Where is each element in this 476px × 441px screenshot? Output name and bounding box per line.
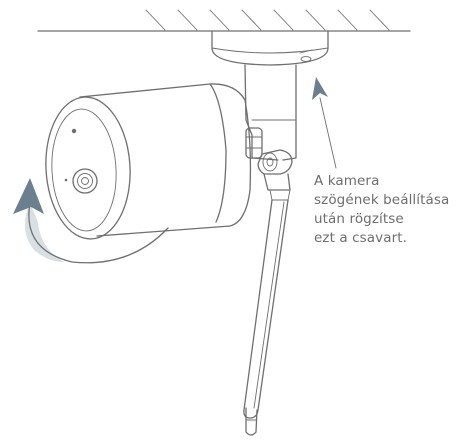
adjustment-instruction-text: A kamera szögének beállítása után rögzít… <box>314 172 474 248</box>
mount-arm <box>244 64 297 161</box>
ceiling-hatching <box>145 9 390 31</box>
callout-line-2: szögének beállítása <box>314 192 450 208</box>
rotate-arrow-head <box>13 178 44 214</box>
camera-front-face <box>45 96 131 240</box>
ceiling <box>37 9 411 32</box>
adjustment-joint <box>245 127 293 175</box>
up-arrow-head <box>312 77 328 100</box>
callout-line-4: ezt a csavart. <box>314 230 408 246</box>
rotate-arrow-icon <box>13 178 169 264</box>
camera-lens <box>72 168 98 194</box>
adjustment-screw <box>257 149 293 175</box>
camera-sensor-dot <box>71 128 77 134</box>
callout-line-3: után rögzítse <box>314 211 404 227</box>
mount-screw-hole <box>300 56 312 62</box>
camera-body <box>45 83 252 240</box>
camera-mic-dot <box>64 178 68 182</box>
ceiling-mount <box>211 30 329 66</box>
antenna <box>243 173 291 436</box>
up-arrow-icon <box>312 77 337 169</box>
callout-line-1: A kamera <box>314 173 380 189</box>
